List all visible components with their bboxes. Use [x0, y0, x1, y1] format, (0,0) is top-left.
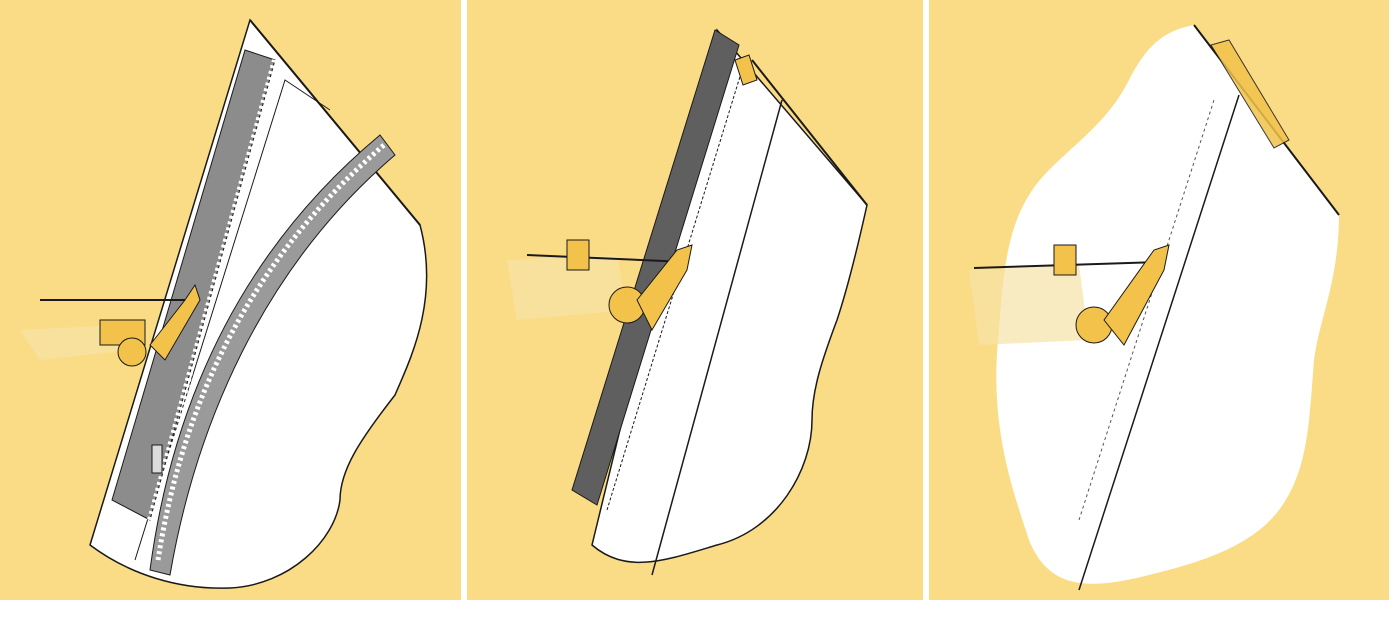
- panel-divider: [926, 0, 928, 600]
- step-1-illustration: [0, 0, 461, 600]
- step-1-panel: [0, 0, 461, 600]
- panel-divider: [464, 0, 466, 600]
- step-2-panel: [467, 0, 923, 600]
- step-3-illustration: [929, 0, 1389, 600]
- zipper-pull: [152, 445, 162, 473]
- step-2-illustration: [467, 0, 923, 600]
- step-3-panel: [929, 0, 1389, 600]
